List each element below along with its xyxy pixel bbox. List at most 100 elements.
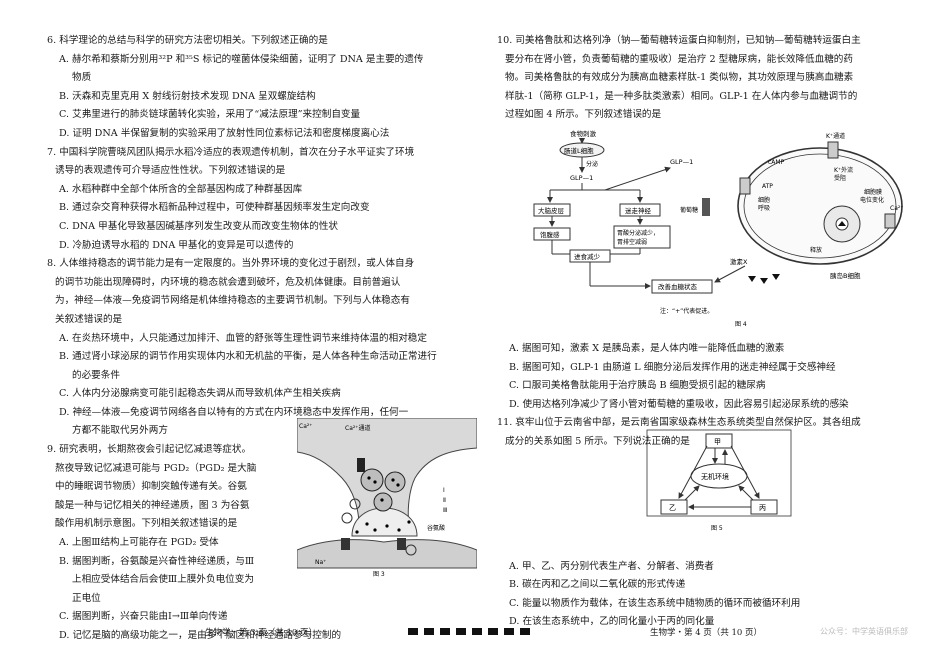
fig3-channel-label: Ca²⁺通道	[345, 424, 370, 432]
q10-stem-cont3: 样肽-1（简称 GLP-1，是一种多肽类激素）相同。GLP-1 在人体内参与血糖…	[505, 90, 858, 102]
fig3-na-label: Na⁺	[315, 559, 326, 566]
fig4-membrane-label-2: 电位变化	[860, 196, 884, 204]
fig4-improve-label: 改善血糖状态	[658, 282, 698, 291]
fig3-glutamate-label: 谷氨酸	[427, 524, 445, 532]
fig4-gastric-label-2: 胃排空减弱	[617, 238, 647, 246]
fig3-label-3: Ⅲ	[443, 507, 447, 514]
q9-stem-cont2: 中的睡眠调节物质）抑制突触传递有关。谷氨	[55, 481, 247, 493]
q7-option-d: D. 冷胁迫诱导水稻的 DNA 甲基化的变异是可以遗传的	[59, 239, 294, 251]
right-column: 10. 司美格鲁肽和达格列净（钠—葡萄糖转运蛋白抑制剂，已知钠—葡萄糖转运蛋白主…	[497, 32, 907, 632]
q8-stem-cont2: 为，神经—体液—免疫调节网络是机体维持稳态的主要调节机制。下列与人体稳态有	[55, 295, 410, 307]
fig4-intake-label: 进食减少	[574, 252, 601, 261]
q11-option-a: A. 甲、乙、丙分别代表生产者、分解者、消费者	[509, 560, 714, 572]
left-footer: 生物学・第 3 页（共 10 页）	[205, 628, 318, 638]
q7-option-b: B. 通过杂交育种获得水稻新品种过程中，可使种群基因频率发生定向改变	[59, 202, 370, 214]
fig4-k-efflux-label-2: 受阻	[834, 174, 846, 182]
q11-stem-cont: 成分的关系如图 5 所示。下列说法正确的是	[505, 435, 690, 447]
q9-option-c: C. 据图判断，兴奋只能由Ⅰ→Ⅲ单向传递	[59, 611, 228, 623]
q9-option-b-cont1: 上相应受体结合后会使Ⅲ上膜外负电位变为	[72, 574, 254, 586]
fig4-resp-label-1: 细胞	[758, 196, 770, 204]
left-column: 6. 科学理论的总结与科学的研究方法密切相关。下列叙述正确的是 A. 赫尔希和蔡…	[47, 32, 457, 646]
marker-square-5	[472, 628, 482, 635]
fig4-note: 注：“+”代表促进。	[660, 307, 713, 315]
q6-option-c: C. 艾弗里进行的肺炎链球菌转化实验，采用了“减法原理”来控制自变量	[59, 109, 361, 121]
fig4-release-label: 释放	[810, 246, 822, 254]
fig4-atp-label: ATP	[762, 183, 773, 190]
q9-stem-cont1: 熬夜导致记忆减退可能与 PGD₂（PGD₂ 是大脑	[55, 462, 257, 474]
fig4-food-label: 食物刺激	[570, 129, 597, 138]
q11-option-c: C. 能量以物质作为载体，在该生态系统中随物质的循环而被循环利用	[509, 597, 801, 609]
q9-option-d: D. 记忆是脑的高级功能之一，是由多个脑区和神经通路参与控制的	[59, 630, 342, 641]
q7-stem-cont: 诱导的表观遗传可介导适应性性状。下列叙述错误的是	[55, 165, 286, 177]
q7-option-c: C. DNA 甲基化导致基因碱基序列发生改变从而改变生物体的性状	[59, 220, 339, 232]
q8-option-c: C. 人体内分泌腺病变可能引起稳态失调从而导致机体产生相关疾病	[59, 388, 341, 400]
fig5-jia-box: 甲	[714, 438, 721, 446]
fig4-secrete-label: 分泌	[586, 160, 598, 168]
fig4-vagus-label: 迷走神经	[625, 206, 652, 215]
fig4-lcell-label: 肠道L细胞	[564, 146, 594, 155]
q6-option-a-cont: 物质	[72, 72, 92, 84]
q10-stem-cont2: 物。司美格鲁肽的有效成分为胰高血糖素样肽-1 类似物，其功效原理与胰高血糖素	[505, 72, 854, 84]
marker-square-2	[424, 628, 434, 635]
marker-square-6	[488, 628, 498, 635]
marker-square-4	[456, 628, 466, 635]
fig4-glucose-label: 葡萄糖	[680, 206, 698, 214]
figure-5-ecosystem-diagram: 甲 无机环境 乙 丙 图 5	[646, 429, 792, 532]
fig4-brain-label: 大脑皮层	[538, 206, 565, 215]
q9-option-a: A. 上图Ⅲ结构上可能存在 PGD₂ 受体	[59, 537, 219, 549]
q10-option-b: B. 据图可知，GLP-1 由肠道 L 细胞分泌后发挥作用的迷走神经属于交感神经	[509, 361, 836, 373]
watermark: 公众号：中学英语俱乐部	[820, 627, 908, 636]
fig4-ca-label: Ca²⁺	[890, 205, 903, 212]
marker-square-8	[520, 628, 530, 635]
q9-stem: 9. 研究表明，长期熬夜会引起记忆减退等症状。	[47, 444, 252, 456]
q9-stem-cont4: 酸作用机制示意图。下列相关叙述错误的是	[55, 518, 238, 530]
fig4-camp-label: cAMP	[768, 159, 785, 166]
q9-option-b-cont2: 正电位	[72, 592, 101, 604]
fig4-glp1-label-2: GLP—1	[670, 158, 693, 166]
q10-stem-cont1: 要分布在肾小管，负责葡萄糖的重吸收）是治疗 2 型糖尿病，能长效降低血糖的药	[505, 53, 853, 65]
fig4-full-label: 饱腹感	[540, 230, 560, 239]
fig4-gastric-label-1: 胃酸分泌减少，	[617, 229, 659, 237]
q7-option-a: A. 水稻种群中全部个体所含的全部基因构成了种群基因库	[59, 183, 303, 195]
q10-option-d: D. 使用达格列净减少了肾小管对葡萄糖的重吸收，因此容易引起泌尿系统的感染	[509, 398, 849, 410]
fig5-bing-box: 丙	[759, 504, 766, 512]
fig3-ca-label: Ca²⁺	[299, 423, 312, 430]
marker-square-1	[408, 628, 418, 635]
q8-option-d: D. 神经—体液—免疫调节网络各自以特有的方式在内环境稳态中发挥作用，任何一	[59, 406, 409, 418]
q6-stem: 6. 科学理论的总结与科学的研究方法密切相关。下列叙述正确的是	[47, 35, 328, 46]
fig4-islet-label: 胰岛B细胞	[830, 271, 861, 280]
fig4-glp1-label: GLP—1	[570, 174, 593, 182]
fig5-caption: 图 5	[711, 525, 723, 532]
q11-option-b: B. 碳在丙和乙之间以二氧化碳的形式传递	[509, 579, 686, 591]
q9-stem-cont3: 酸是一种与记忆相关的神经递质，图 3 为谷氨	[55, 499, 250, 511]
q8-stem: 8. 人体维持稳态的调节能力是有一定限度的。当外界环境的变化过于剧烈，或人体自身	[47, 258, 415, 270]
q11-stem: 11. 哀牢山位于云南省中部，是云南省国家级森林生态系统类型自然保护区。其各组成	[497, 417, 861, 429]
q6-option-d: D. 证明 DNA 半保留复制的实验采用了放射性同位素标记法和密度梯度离心法	[59, 127, 390, 139]
q10-option-a: A. 据图可知，激素 X 是胰岛素，是人体内唯一能降低血糖的激素	[509, 342, 785, 354]
fig3-label-2: Ⅱ	[443, 497, 446, 504]
q11-option-d: D. 在该生态系统中，乙的同化量小于丙的同化量	[509, 616, 715, 628]
marker-square-3	[440, 628, 450, 635]
q6-option-b: B. 沃森和克里克用 X 射线衍射技术发现 DNA 呈双螺旋结构	[59, 90, 316, 102]
q6-option-a: A. 赫尔希和蔡斯分别用³²P 和³⁵S 标记的噬菌体侵染细菌，证明了 DNA …	[59, 53, 424, 65]
fig4-resp-label-2: 呼吸	[758, 205, 770, 212]
fig4-hormone-label: 激素X	[730, 257, 748, 266]
fig5-env-label: 无机环境	[701, 472, 729, 481]
q9-option-b: B. 据图判断，谷氨酸是兴奋性神经递质，与Ⅲ	[59, 555, 255, 567]
q8-stem-cont1: 的调节功能出现障碍时，内环境的稳态就会遭到破坏，危及机体健康。目前普遍认	[55, 276, 401, 288]
fig3-label-1: Ⅰ	[443, 487, 445, 494]
q8-stem-cont3: 关叙述错误的是	[55, 313, 123, 325]
fig5-yi-box: 乙	[669, 504, 676, 512]
q8-option-d-cont: 方都不能取代另外两方	[72, 425, 168, 437]
q8-option-b-cont: 的必要条件	[72, 369, 120, 381]
fig4-k-efflux-label-1: K⁺外流	[834, 166, 853, 174]
fig4-membrane-label-1: 细胞膜	[864, 188, 882, 196]
fig4-k-channel-label: K⁺通道	[826, 132, 845, 140]
q10-stem: 10. 司美格鲁肽和达格列净（钠—葡萄糖转运蛋白抑制剂，已知钠—葡萄糖转运蛋白主	[497, 35, 861, 46]
figure-3-synapse-diagram: Ca²⁺ Ca²⁺通道 Ⅰ Ⅱ Ⅲ 谷氨酸 Na⁺ 图 3	[297, 418, 477, 578]
q10-stem-cont4: 过程如图 4 所示。下列叙述错误的是	[505, 109, 662, 121]
q8-option-a: A. 在炎热环境中，人只能通过加排汗、血管的舒张等生理性调节来维持体温的相对稳定	[59, 332, 427, 344]
marker-square-7	[504, 628, 514, 635]
fig4-caption: 图 4	[735, 321, 747, 328]
fig3-caption: 图 3	[373, 571, 385, 578]
